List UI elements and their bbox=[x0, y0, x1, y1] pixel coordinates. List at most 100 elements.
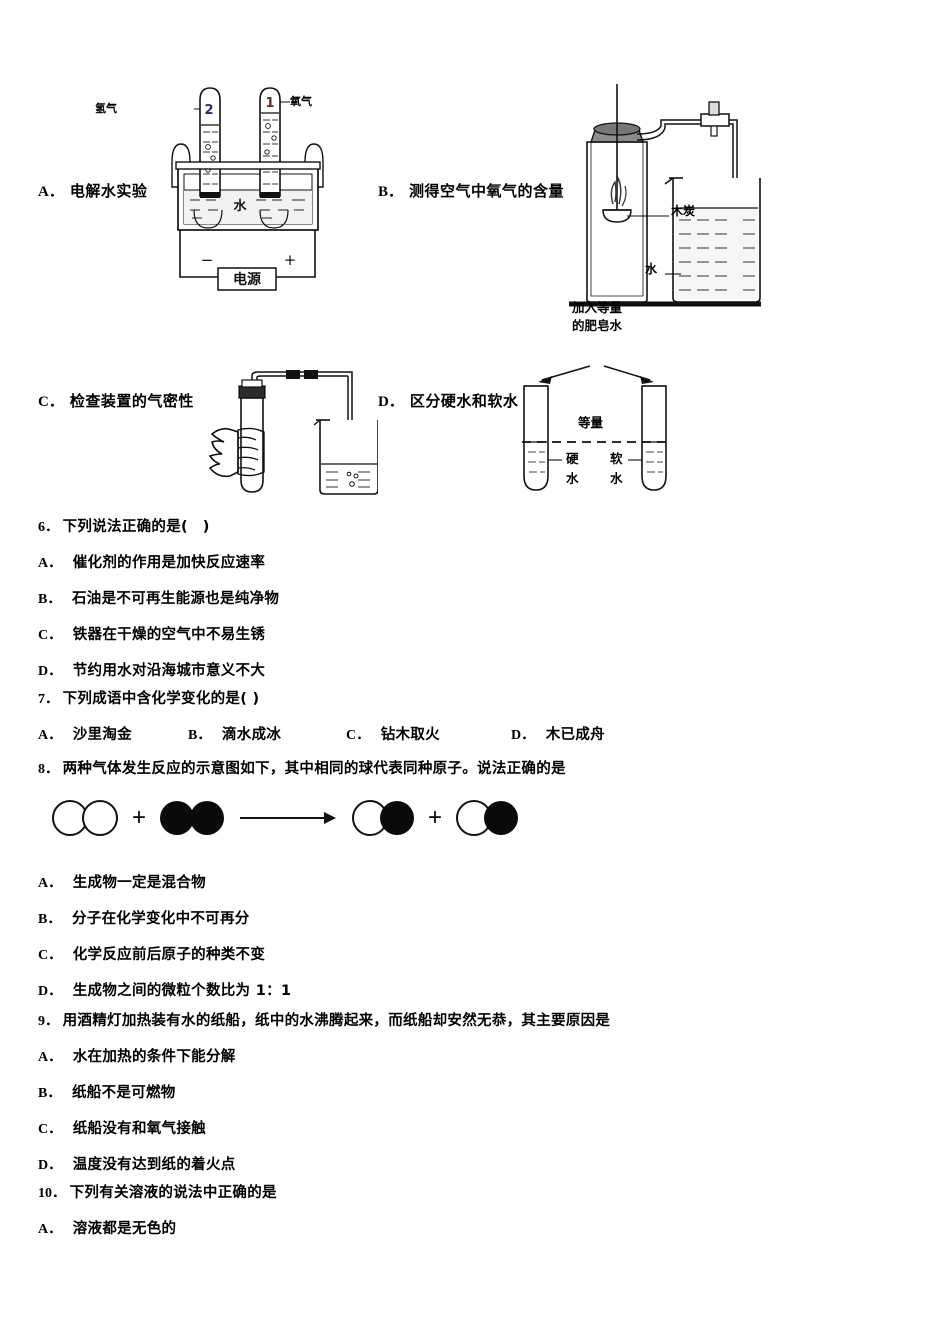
left-tube-number: 2 bbox=[204, 103, 213, 118]
question-8-option-c[interactable]: C． 化学反应前后原子的种类不变 bbox=[38, 946, 918, 965]
question-8-options: A． 生成物一定是混合物 B． 分子在化学变化中不可再分 C． 化学反应前后原子… bbox=[38, 874, 918, 1001]
question-6-stem-text: 下列说法正确的是( ) bbox=[62, 519, 210, 535]
question-6-option-c[interactable]: C． 铁器在干燥的空气中不易生锈 bbox=[38, 626, 918, 645]
question-6-option-d-text: 节约用水对沿海城市意义不大 bbox=[72, 663, 266, 679]
soap-water-note-line2: 的肥皂水 bbox=[571, 318, 622, 333]
question-7: 7． 下列成语中含化学变化的是( ) A． 沙里淘金 B． 滴水成冰 C． 钻木… bbox=[38, 690, 918, 745]
question-8-option-c-letter: C． bbox=[38, 948, 63, 963]
equal-amount-label: 等量 bbox=[578, 415, 604, 430]
question-9: 9． 用酒精灯加热装有水的纸船，纸中的水沸腾起来，而纸船却安然无恭，其主要原因是… bbox=[38, 1012, 918, 1175]
option-c-label: 检查装置的气密性 bbox=[69, 392, 194, 410]
black-atom bbox=[160, 801, 195, 835]
electrolysis-of-water-figure: 电源 − + 水 2 1 氢气 氧气 bbox=[95, 82, 350, 302]
question-10-option-a-letter: A． bbox=[38, 1222, 63, 1237]
question-9-option-b[interactable]: B． 纸船不是可燃物 bbox=[38, 1084, 918, 1103]
question-5-options-grid: A． 电解水实验 bbox=[0, 60, 950, 510]
question-8-option-a-text: 生成物一定是混合物 bbox=[72, 875, 206, 891]
question-10: 10． 下列有关溶液的说法中正确的是 A． 溶液都是无色的 bbox=[38, 1184, 918, 1239]
question-9-number: 9． bbox=[38, 1014, 59, 1029]
question-7-stem: 7． 下列成语中含化学变化的是( ) bbox=[38, 690, 918, 709]
question-8-option-a-letter: A． bbox=[38, 876, 63, 891]
power-supply-label: 电源 bbox=[233, 271, 261, 288]
question-7-option-c[interactable]: C． 钻木取火 bbox=[346, 726, 511, 745]
question-7-option-b-letter: B． bbox=[188, 728, 212, 743]
question-8-option-d-letter: D． bbox=[38, 984, 63, 999]
option-b-label-block: B． 测得空气中氧气的含量 bbox=[378, 180, 564, 201]
oxygen-content-figure: 木炭 水 bbox=[565, 82, 765, 312]
question-6-option-b-text: 石油是不可再生能源也是纯净物 bbox=[71, 591, 280, 607]
product-molecule-2 bbox=[456, 800, 519, 836]
question-9-option-d-letter: D． bbox=[38, 1158, 63, 1173]
question-9-option-d[interactable]: D． 温度没有达到纸的着火点 bbox=[38, 1156, 918, 1175]
question-8-number: 8． bbox=[38, 762, 59, 777]
question-6-option-b-letter: B． bbox=[38, 592, 62, 607]
hydrogen-gas-label: 氢气 bbox=[95, 102, 117, 115]
hard-soft-water-figure: 加入等量 的肥皂水 等量 硬 水 软 水 bbox=[500, 300, 690, 505]
question-7-option-d[interactable]: D． 木已成舟 bbox=[511, 726, 605, 745]
question-7-option-c-letter: C． bbox=[346, 728, 371, 743]
question-8: 8． 两种气体发生反应的示意图如下，其中相同的球代表同种原子。说法正确的是 bbox=[38, 760, 918, 779]
question-9-option-c-text: 纸船没有和氧气接触 bbox=[72, 1121, 206, 1137]
option-c-label-block: C． 检查装置的气密性 bbox=[38, 390, 194, 411]
question-6-option-d[interactable]: D． 节约用水对沿海城市意义不大 bbox=[38, 662, 918, 681]
question-7-options-row: A． 沙里淘金 B． 滴水成冰 C． 钻木取火 D． 木已成舟 bbox=[38, 726, 918, 745]
question-6-option-a[interactable]: A． 催化剂的作用是加快反应速率 bbox=[38, 554, 918, 573]
question-6-option-b[interactable]: B． 石油是不可再生能源也是纯净物 bbox=[38, 590, 918, 609]
positive-terminal-label: + bbox=[284, 251, 297, 269]
question-7-stem-text: 下列成语中含化学变化的是( ) bbox=[62, 691, 260, 707]
question-8-stem-text: 两种气体发生反应的示意图如下，其中相同的球代表同种原子。说法正确的是 bbox=[62, 761, 566, 777]
question-8-option-b[interactable]: B． 分子在化学变化中不可再分 bbox=[38, 910, 918, 929]
question-10-stem-text: 下列有关溶液的说法中正确的是 bbox=[69, 1185, 277, 1201]
question-6-option-c-letter: C． bbox=[38, 628, 63, 643]
question-7-option-a[interactable]: A． 沙里淘金 bbox=[38, 726, 188, 745]
question-9-option-a[interactable]: A． 水在加热的条件下能分解 bbox=[38, 1048, 918, 1067]
negative-terminal-label: − bbox=[201, 251, 214, 269]
question-8-option-a[interactable]: A． 生成物一定是混合物 bbox=[38, 874, 918, 893]
white-atom bbox=[82, 800, 118, 836]
question-9-option-d-text: 温度没有达到纸的着火点 bbox=[72, 1157, 236, 1173]
question-10-stem: 10． 下列有关溶液的说法中正确的是 bbox=[38, 1184, 918, 1203]
question-6: 6． 下列说法正确的是( ) A． 催化剂的作用是加快反应速率 B． 石油是不可… bbox=[38, 518, 918, 681]
question-9-option-c[interactable]: C． 纸船没有和氧气接触 bbox=[38, 1120, 918, 1139]
question-7-option-b-text: 滴水成冰 bbox=[221, 727, 282, 743]
hard-water-label-char2: 水 bbox=[566, 471, 579, 486]
question-6-option-a-text: 催化剂的作用是加快反应速率 bbox=[72, 555, 266, 571]
airtightness-check-figure bbox=[208, 368, 378, 503]
question-7-option-d-text: 木已成舟 bbox=[545, 727, 605, 743]
oxygen-gas-label: 氧气 bbox=[290, 95, 312, 108]
question-10-option-a-text: 溶液都是无色的 bbox=[72, 1221, 177, 1237]
right-tube-number: 1 bbox=[265, 96, 274, 111]
option-a-label-block: A． 电解水实验 bbox=[38, 180, 147, 201]
question-8-option-b-letter: B． bbox=[38, 912, 62, 927]
question-7-option-a-text: 沙里淘金 bbox=[72, 727, 132, 743]
reactant-dark-molecule bbox=[160, 801, 225, 835]
option-a-label: 电解水实验 bbox=[69, 182, 148, 200]
question-10-option-a[interactable]: A． 溶液都是无色的 bbox=[38, 1220, 918, 1239]
question-6-stem: 6． 下列说法正确的是( ) bbox=[38, 518, 918, 537]
question-7-option-b[interactable]: B． 滴水成冰 bbox=[188, 726, 346, 745]
black-atom bbox=[190, 801, 225, 835]
question-7-option-a-letter: A． bbox=[38, 728, 63, 743]
question-9-option-c-letter: C． bbox=[38, 1122, 63, 1137]
soft-water-label-char2: 水 bbox=[610, 471, 623, 486]
charcoal-label: 木炭 bbox=[671, 204, 696, 218]
soft-water-label-char1: 软 bbox=[610, 451, 623, 466]
plus-icon: + bbox=[428, 804, 443, 831]
black-atom bbox=[484, 801, 519, 835]
question-10-number: 10． bbox=[38, 1186, 66, 1201]
reaction-arrow-icon bbox=[240, 811, 337, 825]
question-8-option-d[interactable]: D． 生成物之间的微粒个数比为 1：1 bbox=[38, 982, 918, 1001]
question-7-option-c-text: 钻木取火 bbox=[380, 727, 440, 743]
question-9-stem-text: 用酒精灯加热装有水的纸船，纸中的水沸腾起来，而纸船却安然无恭，其主要原因是 bbox=[62, 1013, 611, 1029]
question-6-option-a-letter: A． bbox=[38, 556, 63, 571]
molecular-reaction-diagram: + + bbox=[52, 800, 519, 836]
option-b-label: 测得空气中氧气的含量 bbox=[409, 182, 565, 200]
option-d-label-block: D． 区分硬水和软水 bbox=[378, 390, 518, 411]
question-6-number: 6． bbox=[38, 520, 59, 535]
option-b-letter: B． bbox=[378, 184, 404, 200]
soap-water-note-line1: 加入等量 bbox=[571, 300, 622, 315]
question-8-option-b-text: 分子在化学变化中不可再分 bbox=[71, 911, 250, 927]
question-7-option-d-letter: D． bbox=[511, 728, 536, 743]
product-molecule-1 bbox=[352, 800, 415, 836]
